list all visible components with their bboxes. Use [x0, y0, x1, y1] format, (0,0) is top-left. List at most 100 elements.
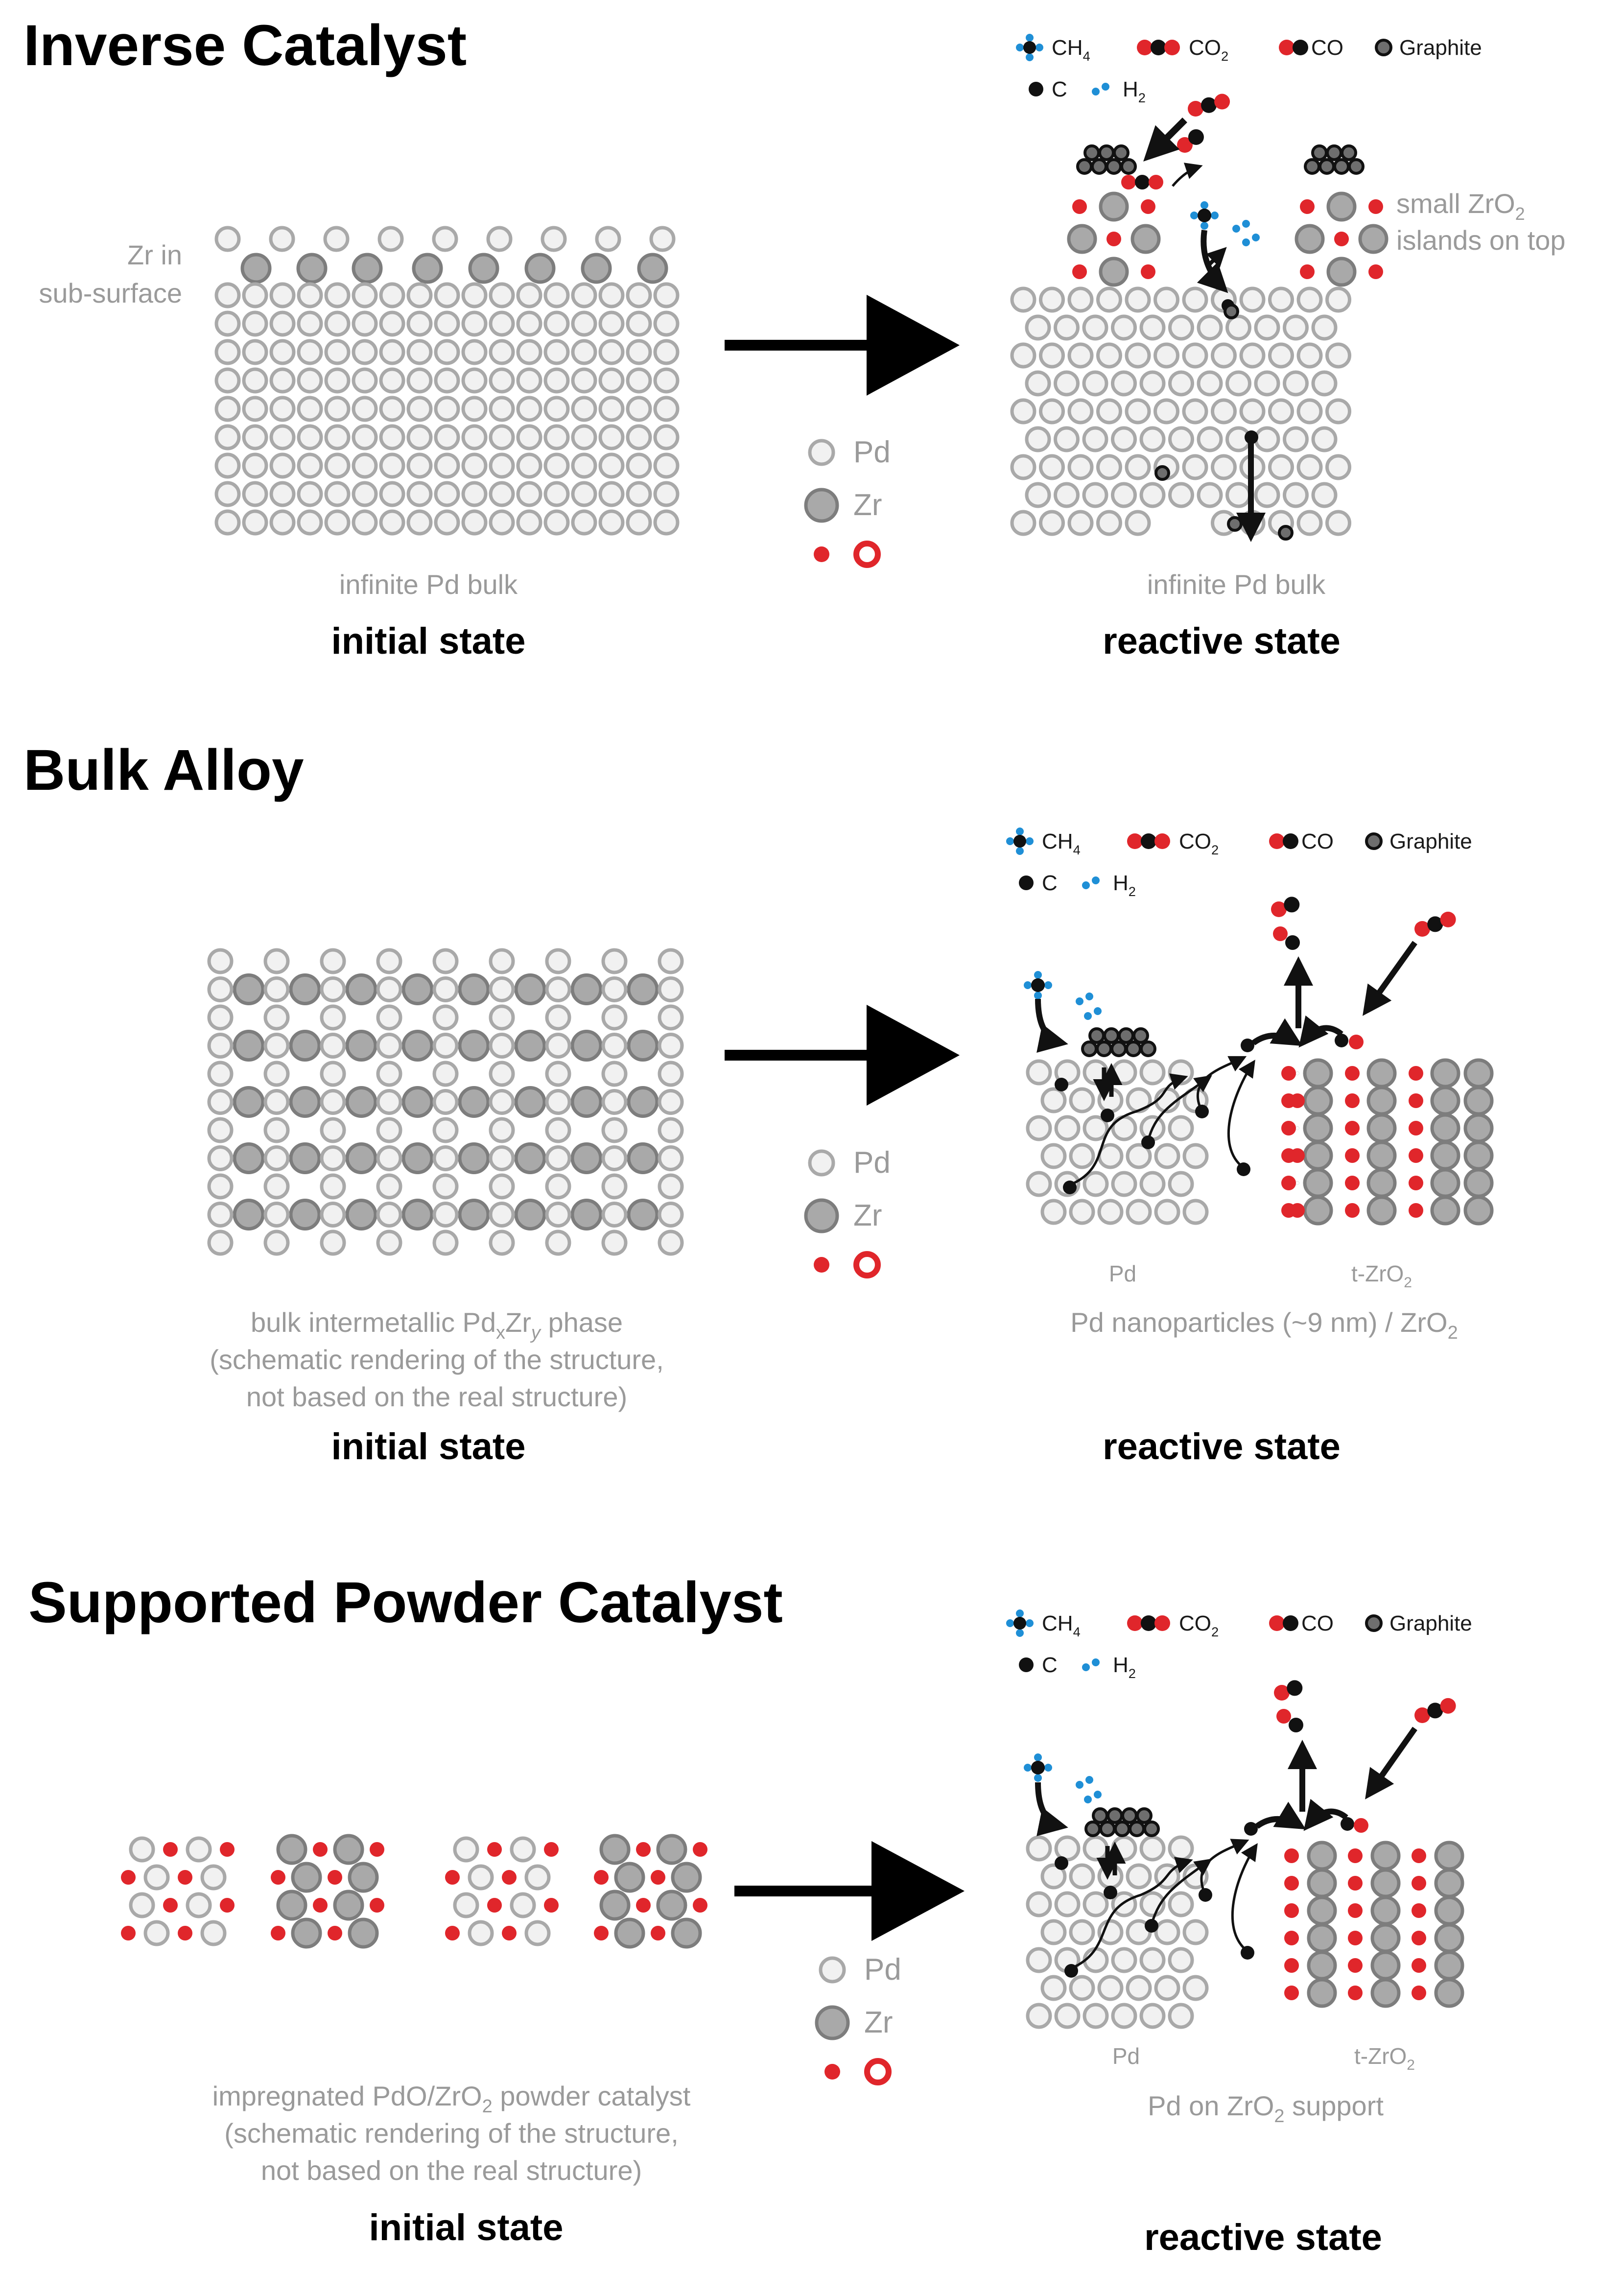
pd-atom	[1128, 1865, 1150, 1888]
oxygen-atom	[544, 1842, 559, 1857]
initial-caption: infinite Pd bulk	[339, 569, 518, 600]
zr-atom	[629, 975, 657, 1004]
pd-atom	[463, 426, 486, 449]
pd-atom	[1028, 1893, 1050, 1916]
pd-atom	[603, 1231, 626, 1254]
zr-atom	[526, 255, 554, 282]
carbon-atom	[1013, 1617, 1026, 1630]
pd-atom	[1113, 1173, 1135, 1195]
pd-atom	[216, 369, 239, 392]
pd-atom	[381, 312, 403, 335]
pd-atom	[378, 1147, 400, 1170]
graphite-atom	[1156, 467, 1169, 479]
zr-atom	[235, 1088, 263, 1116]
oxygen-atom	[220, 1842, 235, 1857]
pd-atom	[209, 1063, 232, 1085]
pd-atom	[353, 341, 376, 363]
zr-atom	[1101, 193, 1127, 220]
zr-atom	[601, 1836, 629, 1863]
pd-atom	[600, 511, 623, 534]
oxygen-atom	[1188, 101, 1203, 117]
pd-atom	[603, 1147, 626, 1170]
ch4-dissociation-arrow	[1038, 999, 1062, 1043]
pd-atom	[1141, 428, 1164, 450]
pd-atom	[381, 454, 403, 477]
zr-atom	[293, 1919, 320, 1947]
carbon-atom	[1241, 1946, 1254, 1960]
pd-atom	[378, 978, 400, 1001]
oxygen-atom	[1334, 232, 1349, 246]
pd-atom	[1241, 400, 1264, 423]
oxygen-atom	[445, 1926, 460, 1940]
oxygen-atom	[1345, 1093, 1360, 1108]
pd-atom	[1170, 1893, 1192, 1916]
hydrogen-atom	[1044, 981, 1052, 989]
oxygen-atom	[1300, 264, 1315, 279]
pd-atom	[1127, 344, 1149, 367]
pd-atom	[209, 950, 232, 972]
pd-atom	[1213, 456, 1235, 478]
oxygen-atom	[1154, 1615, 1170, 1631]
oxygen-atom	[1072, 199, 1087, 214]
zr-atom	[414, 255, 441, 282]
zr-atom	[1296, 226, 1323, 252]
pd-atom	[600, 284, 623, 307]
carbon-atom	[1031, 1761, 1045, 1774]
hydrogen-atom	[1034, 971, 1042, 979]
tzro2-label: t-ZrO2	[1351, 1261, 1412, 1291]
graphite-atom	[1108, 1809, 1122, 1822]
zr-atom	[1432, 1142, 1459, 1169]
hydrogen-atom	[1034, 1753, 1042, 1761]
pd-atom	[322, 1119, 344, 1141]
pd-atom	[1069, 344, 1092, 367]
pd-atom	[244, 369, 266, 392]
pd-atom	[434, 228, 456, 250]
graphite-atom	[1078, 160, 1091, 173]
section-inverse-catalyst: Inverse Catalyst Zr in sub-surface PdZr …	[24, 13, 1566, 662]
oxygen-atom	[487, 1898, 502, 1913]
carbon-atom	[1283, 833, 1298, 849]
transition-arrow-head	[867, 295, 960, 396]
h2-release-arrow	[1209, 250, 1224, 264]
zr-atom	[516, 975, 544, 1004]
hydrogen-atom	[1034, 992, 1042, 999]
pd-atom	[271, 398, 294, 420]
pd-atom	[1170, 316, 1193, 339]
pd-atom	[545, 483, 568, 505]
pd-atom	[573, 341, 595, 363]
zr-atom	[350, 1864, 377, 1891]
pd-atom	[1170, 1061, 1192, 1084]
pd-atom	[271, 454, 294, 477]
pd-atom	[1141, 1949, 1164, 1971]
graphite-atom	[1085, 146, 1099, 160]
pd-atom	[322, 1035, 344, 1057]
oxygen-atom	[1368, 264, 1383, 279]
pd-atom	[573, 369, 595, 392]
pd-atom	[1155, 400, 1178, 423]
legend-label: CO2	[1189, 36, 1228, 64]
carbon-atom	[1031, 978, 1045, 992]
oxygen-atom	[487, 1842, 502, 1857]
powder-block	[594, 1836, 707, 1947]
legend-label: C	[1042, 1653, 1058, 1677]
zr-atom	[1305, 1142, 1331, 1169]
islands-label-1: small ZrO2	[1396, 188, 1525, 224]
pd-atom	[1227, 372, 1250, 395]
pd-atom	[408, 369, 431, 392]
reactive-caption: Pd on ZrO2 support	[1148, 2090, 1384, 2127]
oxygen-atom	[1409, 1203, 1423, 1218]
hydrogen-atom	[1084, 1796, 1092, 1803]
carbon-atom	[1029, 82, 1043, 96]
pd-atom	[1227, 484, 1250, 506]
zr-atom	[516, 1144, 544, 1173]
pd-atom	[655, 483, 678, 505]
pd-atom	[1071, 1145, 1093, 1167]
pd-atom	[655, 426, 678, 449]
pd-atom	[436, 454, 458, 477]
zr-atom	[629, 1144, 657, 1173]
oxygen-atom	[1412, 1958, 1426, 1973]
graphite-atom	[1366, 1616, 1381, 1631]
pd-atom	[491, 1119, 513, 1141]
oxygen-atom	[1141, 199, 1155, 214]
